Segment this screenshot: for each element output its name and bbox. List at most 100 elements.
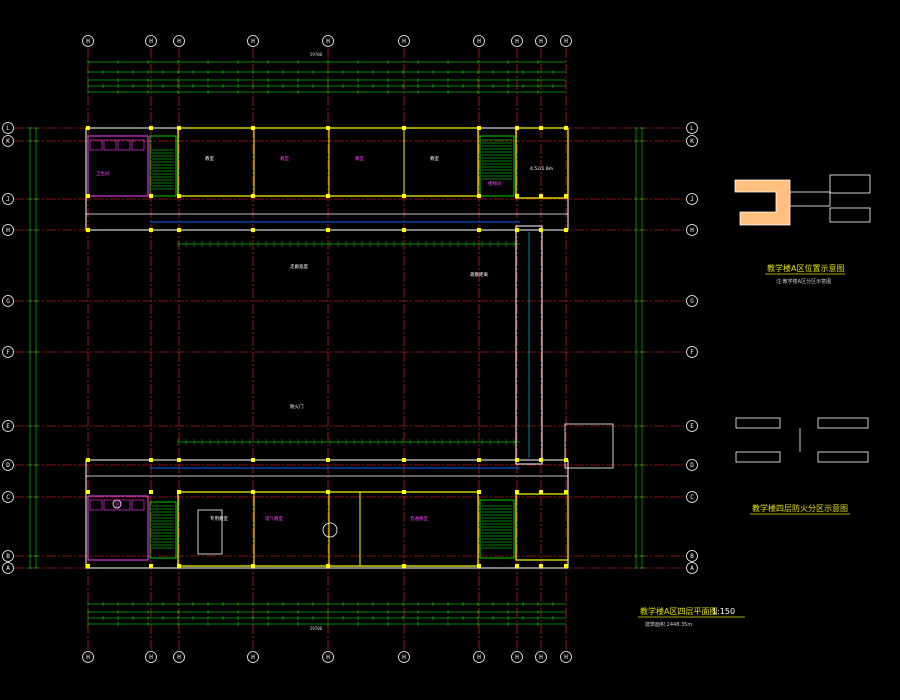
column-9-3: [564, 458, 568, 462]
axis-bubble-label-bottom-7: H: [515, 654, 519, 661]
axis-bubble-label-right-10: A: [690, 565, 694, 572]
axis-bubble-left-7: [2, 459, 14, 471]
axis-bubble-bottom-8: [535, 651, 547, 663]
column-9-4: [564, 490, 568, 494]
toilet-circle: [112, 499, 122, 509]
toilet-stall-0-3: [131, 139, 145, 151]
column-6-2: [477, 228, 481, 232]
room-label-1: 教室: [280, 155, 289, 162]
axis-bubble-label-bottom-0: H: [86, 654, 90, 661]
column-0-4: [86, 490, 90, 494]
column-6-3: [477, 458, 481, 462]
axis-bubble-bottom-5: [398, 651, 410, 663]
axis-bubble-label-right-6: E: [690, 423, 694, 430]
axis-bubble-left-6: [2, 420, 14, 432]
axis-bubble-left-9: [2, 550, 14, 562]
axis-bubble-right-0: [686, 122, 698, 134]
column-5-5: [402, 564, 406, 568]
axis-bubble-label-left-7: D: [6, 462, 10, 469]
toilet-stall-0-2: [117, 139, 131, 151]
column-8-3: [539, 458, 543, 462]
axis-bubble-right-10: [686, 562, 698, 574]
column-7-3: [515, 458, 519, 462]
column-8-4: [539, 490, 543, 494]
axis-bubble-label-right-9: B: [690, 553, 694, 560]
axis-bubble-label-top-5: H: [402, 38, 406, 45]
stair-hatching: [89, 139, 512, 549]
bottom-right-room: [515, 493, 569, 561]
axis-bubble-bottom-2: [173, 651, 185, 663]
axis-bubble-label-top-4: H: [326, 38, 330, 45]
axis-bubble-right-4: [686, 295, 698, 307]
plan-note-1: 防火门: [290, 403, 304, 410]
column-9-5: [564, 564, 568, 568]
axis-bubble-label-right-8: C: [690, 494, 694, 501]
axis-bubble-label-right-5: F: [690, 349, 694, 356]
top-right-stair: [479, 135, 515, 197]
room-label-4: 普通教室: [410, 515, 428, 522]
axis-bubble-bottom-4: [322, 651, 334, 663]
location-key-plan: [734, 174, 871, 226]
room-label-5: 电气教室: [265, 515, 283, 522]
column-1-2: [149, 228, 153, 232]
room-label-7: 卫生间: [96, 170, 110, 177]
column-4-0: [326, 126, 330, 130]
toilet-stall-1-0: [89, 499, 103, 511]
axis-bubble-bottom-7: [511, 651, 523, 663]
fire-zone-shape-1: [735, 417, 781, 429]
axis-bubble-top-5: [398, 35, 410, 47]
column-4-1: [326, 194, 330, 198]
main-drawing-title: 教学楼A区四层平面图: [640, 606, 717, 616]
column-2-3: [177, 458, 181, 462]
axis-bubble-label-left-6: E: [6, 423, 10, 430]
axis-bubble-right-3: [686, 224, 698, 236]
room-labels: 教室教室教室教室普通教室电气教室专用教室卫生间楼梯间4.52/1.8m走廊宽度防…: [96, 155, 553, 522]
column-5-0: [402, 126, 406, 130]
axis-bubble-label-bottom-3: H: [251, 654, 255, 661]
axis-bubble-label-top-2: H: [177, 38, 181, 45]
room-label-2: 教室: [355, 155, 364, 162]
plan-note-2: 疏散距离: [470, 271, 488, 278]
key-plan-shape-top: [829, 174, 871, 194]
bottom-column-circle: [322, 522, 338, 538]
axis-bubble-label-bottom-6: H: [477, 654, 481, 661]
column-3-4: [251, 490, 255, 494]
detail1-title: 教学楼A区位置示意图: [767, 263, 844, 273]
axis-bubble-label-bottom-4: H: [326, 654, 330, 661]
bottom-total-dimension: 59700: [310, 626, 323, 631]
column-7-1: [515, 194, 519, 198]
detail1-note: 注:教学楼A区分区示意图: [776, 278, 831, 285]
axis-bubble-label-bottom-5: H: [402, 654, 406, 661]
toilet-stall-1-1: [103, 499, 117, 511]
toilet-stall-1-3: [131, 499, 145, 511]
axis-bubble-label-left-2: J: [6, 196, 10, 203]
axis-bubble-label-top-6: H: [477, 38, 481, 45]
fire-zone-key-plan: [735, 417, 869, 463]
column-6-0: [477, 126, 481, 130]
column-9-2: [564, 228, 568, 232]
column-2-2: [177, 228, 181, 232]
toilet-stall-0-0: [89, 139, 103, 151]
top-total-dimension: 59700: [310, 52, 323, 57]
room-label-0: 教室: [205, 155, 214, 162]
axis-bubble-label-right-4: G: [690, 298, 694, 305]
axis-bubble-top-7: [511, 35, 523, 47]
column-2-5: [177, 564, 181, 568]
column-8-1: [539, 194, 543, 198]
column-0-2: [86, 228, 90, 232]
axis-bubble-label-left-9: B: [6, 553, 10, 560]
axis-bubble-left-5: [2, 346, 14, 358]
room-label-6: 专用教室: [210, 515, 228, 522]
axis-bubble-label-top-9: H: [564, 38, 568, 45]
axis-bubble-top-9: [560, 35, 572, 47]
axis-bubble-label-right-1: K: [690, 138, 694, 145]
column-4-2: [326, 228, 330, 232]
axis-bubble-right-7: [686, 459, 698, 471]
bottom-right-stair: [479, 499, 515, 559]
bottom-left-toilet: [87, 495, 149, 561]
column-4-4: [326, 490, 330, 494]
column-2-0: [177, 126, 181, 130]
fire-zone-shape-2: [817, 417, 869, 429]
axis-bubble-label-left-1: K: [6, 138, 10, 145]
column-5-2: [402, 228, 406, 232]
